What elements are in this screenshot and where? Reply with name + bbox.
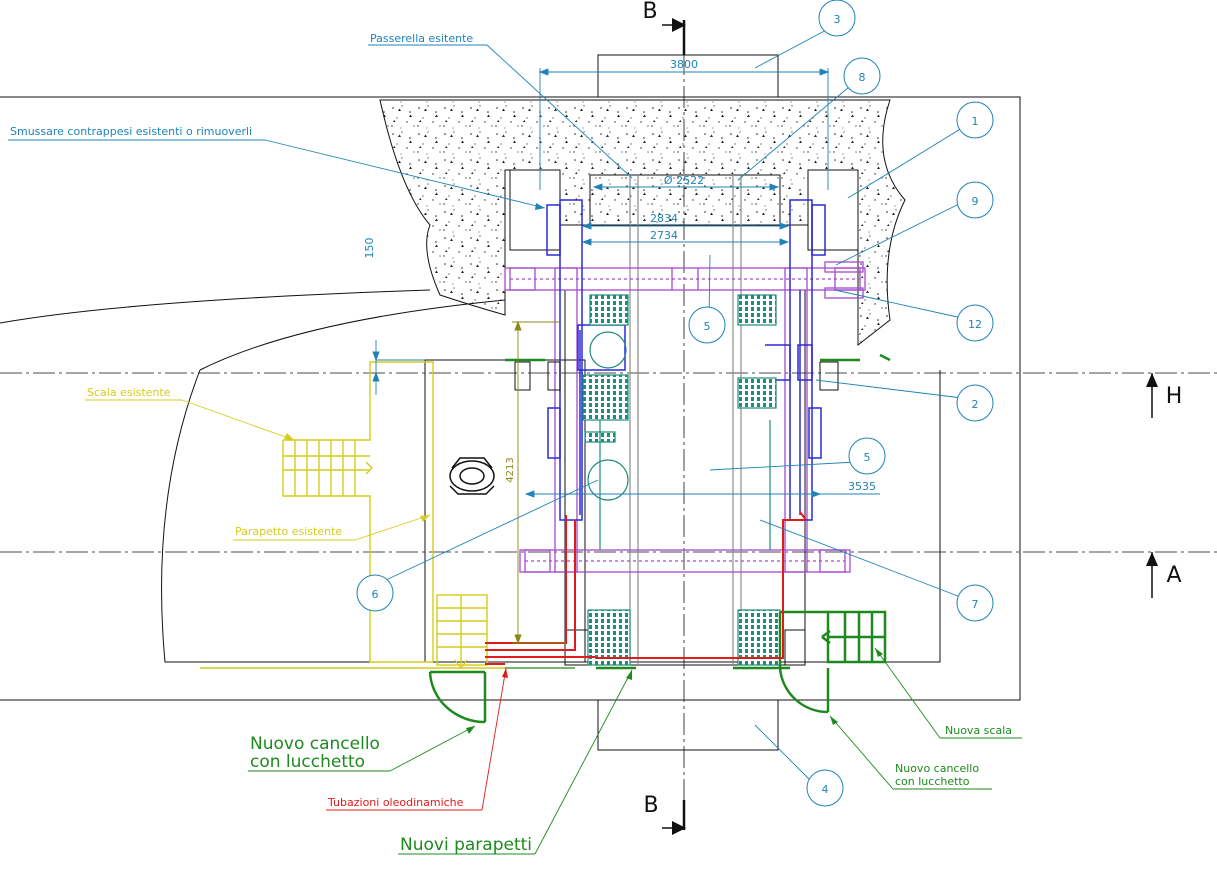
- callout-7: 7: [956, 584, 994, 622]
- dim-inner-a: 2834: [650, 212, 678, 225]
- callout-5-lower: 5: [848, 437, 886, 475]
- label-cancello-right-2: con lucchetto: [895, 775, 970, 788]
- svg-text:7: 7: [972, 598, 979, 611]
- callout-bubbles: 3 8 1 9 12 2 5 5: [356, 0, 994, 807]
- callout-8: 8: [843, 57, 881, 95]
- callout-leaders: [385, 27, 964, 783]
- label-parapetto-esistente: Parapetto esistente: [235, 525, 342, 538]
- dim-inner-b: 2734: [650, 229, 678, 242]
- svg-text:5: 5: [704, 320, 711, 333]
- label-cancello-left-2: con lucchetto: [250, 752, 365, 772]
- concrete-mass: [379, 99, 906, 347]
- label-cancello-left-1: Nuovo cancello: [250, 734, 380, 754]
- dim-gap: 150: [363, 238, 376, 259]
- annotation-labels: Passerella esitente Smussare contrappesi…: [8, 32, 1022, 855]
- existing-stair-railing: [200, 361, 505, 669]
- center-lines: [0, 20, 1217, 830]
- svg-text:9: 9: [972, 195, 979, 208]
- fittings: [514, 361, 839, 391]
- purple-beams: [504, 261, 866, 573]
- hydraulic-frames: [546, 199, 826, 521]
- svg-text:5: 5: [864, 451, 871, 464]
- pump-symbol: [449, 457, 495, 495]
- svg-text:4: 4: [822, 783, 829, 796]
- section-mark-b-top: B: [642, 0, 657, 24]
- section-mark-h: H: [1166, 384, 1183, 409]
- label-cancello-right-1: Nuovo cancello: [895, 762, 979, 775]
- label-passerella: Passerella esitente: [370, 32, 473, 45]
- height-dimension: [512, 320, 566, 645]
- dim-diameter: Ø 2522: [664, 174, 704, 187]
- dimension-texts: 3800 Ø 2522 2834 2734 150 4213 3535: [363, 58, 876, 493]
- label-tubazioni: Tubazioni oleodinamiche: [327, 796, 464, 809]
- callout-2: 2: [956, 384, 994, 422]
- label-scala-esistente: Scala esistente: [87, 386, 171, 399]
- guide-rods: [629, 175, 742, 665]
- callout-1: 1: [956, 101, 994, 139]
- svg-text:12: 12: [968, 318, 982, 331]
- svg-text:6: 6: [372, 588, 379, 601]
- callout-12: 12: [956, 304, 994, 342]
- section-mark-a: A: [1166, 563, 1181, 588]
- dim-height: 4213: [505, 457, 516, 482]
- mechanical-equipment: [582, 294, 781, 666]
- svg-text:3: 3: [834, 13, 841, 26]
- dim-width-right: 3535: [848, 480, 876, 493]
- section-marks: B B H A: [642, 0, 1182, 835]
- dimension-lines: [372, 68, 880, 498]
- label-smussare: Smussare contrappesi esistenti o rimuove…: [10, 125, 252, 138]
- svg-text:2: 2: [972, 398, 979, 411]
- svg-text:8: 8: [859, 71, 866, 84]
- callout-6: 6: [356, 574, 394, 612]
- section-mark-b-bottom: B: [643, 793, 658, 818]
- callout-4: 4: [806, 769, 844, 807]
- label-parapetti: Nuovi parapetti: [400, 835, 532, 855]
- dim-width-total: 3800: [670, 58, 698, 71]
- label-nuova-scala: Nuova scala: [945, 724, 1012, 737]
- callout-9: 9: [956, 181, 994, 219]
- svg-text:1: 1: [972, 115, 979, 128]
- callout-3: 3: [818, 0, 856, 37]
- callout-5-upper: 5: [688, 306, 726, 344]
